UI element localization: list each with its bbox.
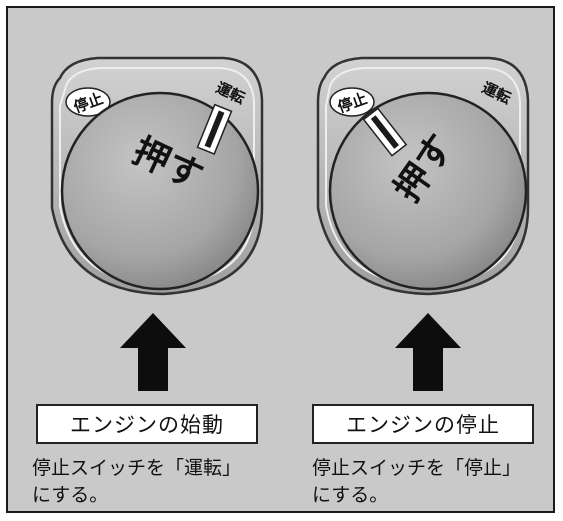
engine-switch-stop: 停止 運転 押す xyxy=(316,56,530,391)
desc-line: にする。 xyxy=(32,484,109,506)
engine-start-description: 停止スイッチを「運転」 にする。 xyxy=(32,455,241,509)
desc-line: 停止スイッチを「運転」 xyxy=(32,457,242,479)
engine-stop-panel: 停止 運転 押す エンジンの停止 停止スイッチを「停止」 にする。 xyxy=(284,8,554,513)
engine-stop-caption: エンジンの停止 xyxy=(312,404,534,444)
stop-badge xyxy=(65,87,111,117)
engine-start-caption: エンジンの始動 xyxy=(36,404,258,444)
engine-stop-description: 停止スイッチを「停止」 にする。 xyxy=(312,455,521,509)
up-arrow-icon xyxy=(120,313,186,391)
engine-switch-run: 停止 運転 押す xyxy=(50,56,264,391)
engine-start-panel: 停止 運転 押す エンジンの始動 停止スイッチを「運転」 にする。 xyxy=(8,8,278,513)
stop-badge xyxy=(329,87,375,117)
desc-line: 停止スイッチを「停止」 xyxy=(312,457,522,479)
lever-indicator-icon xyxy=(362,107,408,157)
illustration-frame: 停止 運転 押す エンジンの始動 停止スイッチを「運転」 にする。 xyxy=(6,6,555,513)
desc-line: にする。 xyxy=(312,484,389,506)
switch-knob xyxy=(328,91,528,291)
lever-indicator-icon xyxy=(196,103,233,155)
switch-knob xyxy=(60,91,260,291)
up-arrow-icon xyxy=(395,313,461,391)
